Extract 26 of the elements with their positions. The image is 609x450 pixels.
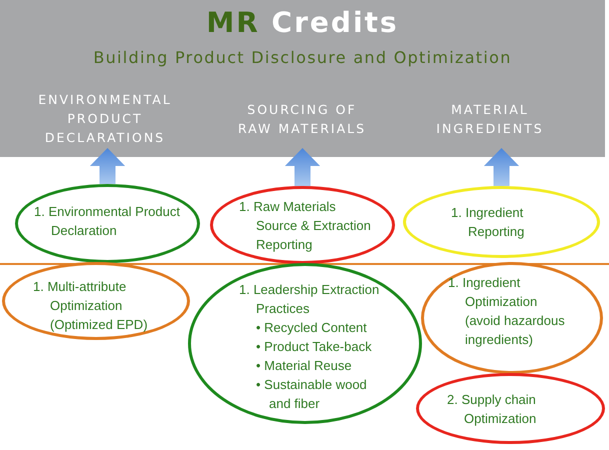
block-arrow (284, 148, 320, 186)
category-heading: MATERIAL INGREDIENTS (420, 100, 560, 148)
title: MR Credits (205, 6, 400, 39)
category-heading: ENVIRONMENTAL PRODUCT DECLARATIONS (20, 90, 190, 148)
credit-ellipse (421, 262, 603, 374)
block-arrow (90, 148, 126, 184)
credit-text: 1. Raw Materials Source & Extraction Reporting (239, 198, 372, 254)
credit-text: 1. Environmental Product Declaration (34, 203, 181, 240)
credit-text: 1. Ingredient Reporting (451, 204, 526, 241)
credit-text: 1. Ingredient Optimization (avoid hazardous ingredients) (448, 274, 566, 349)
category-heading: SOURCING OF RAW MATERIALS (232, 100, 372, 148)
bullet-item: • Sustainable wood and fiber (256, 376, 368, 413)
block-arrow (484, 148, 520, 186)
credit-ellipse (188, 263, 422, 424)
credit-text: 1. Leadership Extraction Practices (239, 281, 380, 318)
credit-ellipse (403, 186, 600, 258)
credit-ellipse (416, 373, 605, 444)
subtitle: Building Product Disclosure and Optimization (92, 48, 513, 67)
credit-text: 1. Multi-attribute Optimization (Optimized EPD) (33, 278, 149, 334)
credit-ellipse (15, 184, 200, 263)
credit-ellipse (210, 186, 395, 264)
credit-ellipse (2, 262, 190, 340)
credit-text: 2. Supply chain Optimization (447, 391, 538, 428)
bullet-item: • Product Take-back (256, 338, 373, 356)
bullet-item: • Recycled Content (256, 319, 368, 337)
bullet-item: • Material Reuse (256, 357, 353, 375)
